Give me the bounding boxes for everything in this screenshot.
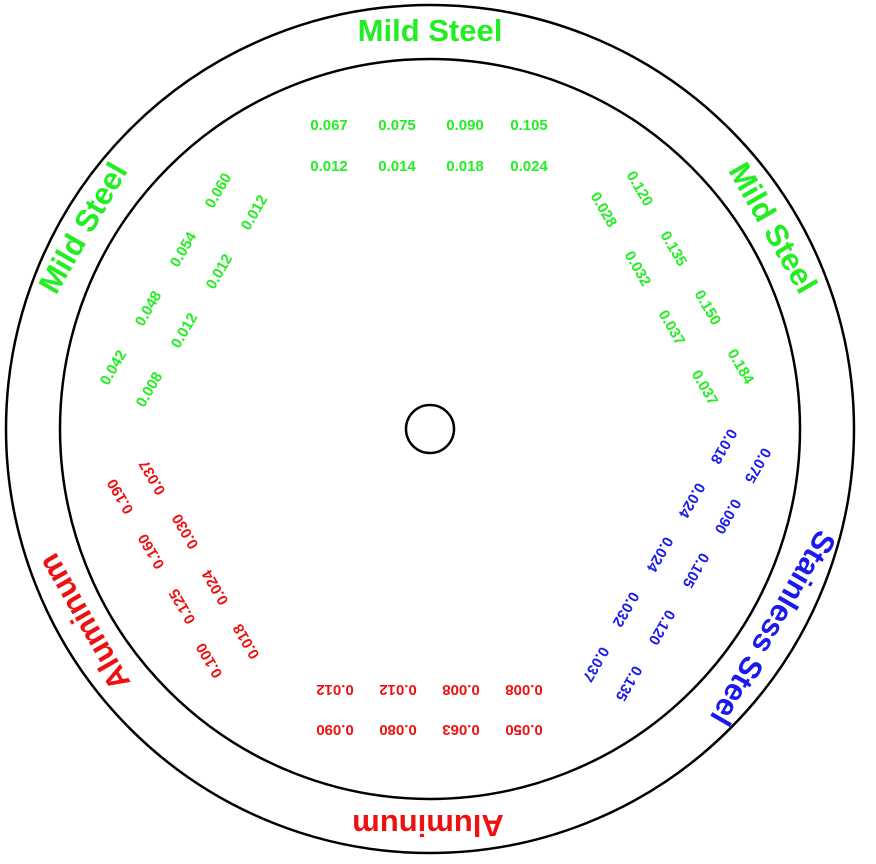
- aluminum-left-inner-value: 0.037: [136, 457, 169, 498]
- aluminum-bottom-inner-value: 0.008: [442, 681, 480, 698]
- mild-steel-top-outer-value: 0.067: [310, 117, 348, 134]
- mild-steel-left-outer-value: 0.048: [132, 288, 165, 329]
- mild-steel-top-inner-value: 0.024: [510, 158, 548, 175]
- aluminum-bottom-inner-value: 0.012: [316, 681, 354, 698]
- stainless-steel-inner-value: 0.018: [707, 426, 740, 467]
- mild-steel-left-inner-value: 0.012: [203, 251, 236, 292]
- inner-ring: [58, 57, 802, 801]
- aluminum-bottom-outer-value: 0.050: [505, 721, 543, 738]
- outer-ring: [4, 3, 856, 855]
- mild-steel-top-outer-value: 0.105: [510, 117, 548, 134]
- title-mild-steel-top: Mild Steel: [358, 13, 503, 48]
- mild-steel-left-outer-value: 0.042: [97, 347, 130, 388]
- stainless-steel-inner-value: 0.032: [609, 589, 642, 630]
- mild-steel-right-outer-value: 0.150: [691, 287, 724, 328]
- title-stainless-steel: Stainless Steel: [703, 525, 843, 732]
- stainless-steel-outer-value: 0.135: [612, 663, 645, 704]
- aluminum-bottom-inner-value: 0.012: [379, 681, 417, 698]
- aluminum-left-outer-value: 0.190: [104, 476, 137, 517]
- stainless-steel-outer-value: 0.075: [741, 445, 774, 486]
- mild-steel-left-outer-value: 0.054: [167, 229, 201, 271]
- mild-steel-right-outer-value: 0.120: [623, 168, 656, 209]
- aluminum-left-outer-value: 0.125: [166, 586, 199, 627]
- mild-steel-top-inner-value: 0.018: [446, 158, 484, 175]
- mild-steel-top-inner-value: 0.012: [310, 158, 348, 175]
- mild-steel-top-outer-value: 0.075: [378, 117, 416, 134]
- aluminum-left-outer-value: 0.160: [135, 531, 168, 572]
- mild-steel-right-inner-value: 0.037: [688, 367, 721, 408]
- aluminum-bottom-inner-value: 0.008: [505, 681, 543, 698]
- aluminum-left-inner-value: 0.018: [230, 621, 263, 662]
- aluminum-left-inner-value: 0.030: [169, 511, 202, 552]
- aluminum-left-inner-value: 0.024: [198, 566, 232, 608]
- mild-steel-left-inner-value: 0.012: [238, 192, 271, 233]
- stainless-steel-inner-value: 0.037: [579, 644, 612, 685]
- stainless-steel-outer-value: 0.120: [645, 607, 678, 648]
- title-aluminum-bottom: Aluminum: [352, 808, 504, 843]
- mild-steel-left-inner-value: 0.008: [133, 369, 166, 410]
- mild-steel-right-outer-value: 0.184: [724, 346, 758, 388]
- mild-steel-left-outer-value: 0.060: [202, 170, 235, 211]
- stainless-steel-outer-value: 0.105: [679, 550, 712, 591]
- mild-steel-right-outer-value: 0.135: [657, 228, 690, 269]
- mild-steel-right-inner-value: 0.032: [621, 248, 654, 289]
- mild-steel-left-inner-value: 0.012: [168, 310, 201, 351]
- mild-steel-top-inner-value: 0.014: [378, 158, 416, 175]
- aluminum-bottom-outer-value: 0.080: [379, 721, 417, 738]
- mild-steel-top-outer-value: 0.090: [446, 117, 484, 134]
- aluminum-left-outer-value: 0.100: [193, 640, 226, 681]
- aluminum-bottom-outer-value: 0.063: [442, 721, 480, 738]
- stainless-steel-outer-value: 0.090: [711, 496, 744, 537]
- stainless-steel-inner-value: 0.024: [674, 480, 708, 522]
- center-hole: [404, 403, 456, 455]
- mild-steel-right-inner-value: 0.037: [655, 307, 688, 348]
- mild-steel-right-inner-value: 0.028: [587, 189, 620, 230]
- aluminum-bottom-outer-value: 0.090: [316, 721, 354, 738]
- stainless-steel-inner-value: 0.024: [642, 534, 676, 576]
